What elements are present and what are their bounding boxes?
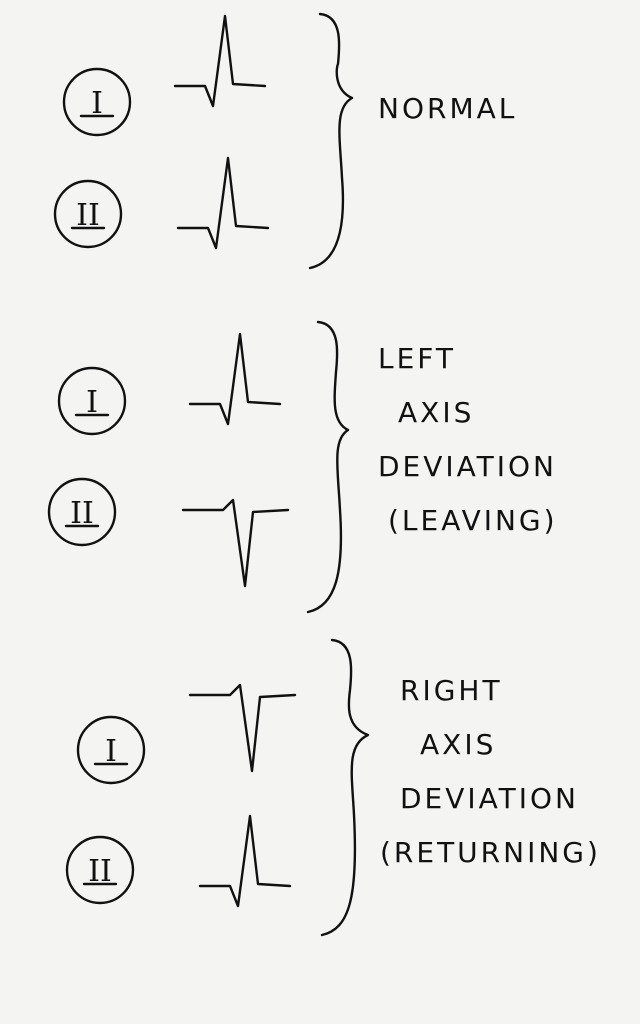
group-label-line: (RETURNING) <box>380 836 601 869</box>
lead-ii-circle <box>53 179 123 249</box>
curly-brace <box>306 320 350 614</box>
group-label-line: RIGHT <box>400 674 503 707</box>
group-label-line: DEVIATION <box>378 450 557 483</box>
lead-ii-circle <box>65 835 135 905</box>
group-label-line: AXIS <box>420 728 496 761</box>
ecg-trace-negative <box>188 683 297 773</box>
lead-i-label: I <box>86 385 98 420</box>
lead-i-circle <box>76 715 146 785</box>
ecg-trace-positive <box>173 14 267 108</box>
group-label-line: LEFT <box>378 342 456 375</box>
lead-ii-label: II <box>70 496 94 531</box>
group-label-line: AXIS <box>398 396 474 429</box>
ecg-trace-positive <box>198 814 292 908</box>
ecg-trace-positive <box>188 332 282 426</box>
lead-ii-label: II <box>88 854 112 889</box>
group-label-line: (LEAVING) <box>388 504 558 537</box>
ecg-trace-positive <box>176 156 270 250</box>
lead-i-label: I <box>105 734 117 769</box>
lead-ii-label: II <box>76 198 100 233</box>
lead-i-circle <box>62 67 132 137</box>
lead-ii-circle <box>47 477 117 547</box>
group-label-line: DEVIATION <box>400 782 579 815</box>
ecg-trace-negative <box>181 498 290 588</box>
lead-i-label: I <box>91 86 103 121</box>
lead-i-circle <box>57 366 127 436</box>
curly-brace <box>320 638 370 937</box>
curly-brace <box>308 12 354 270</box>
group-label-line: NORMAL <box>378 92 517 125</box>
